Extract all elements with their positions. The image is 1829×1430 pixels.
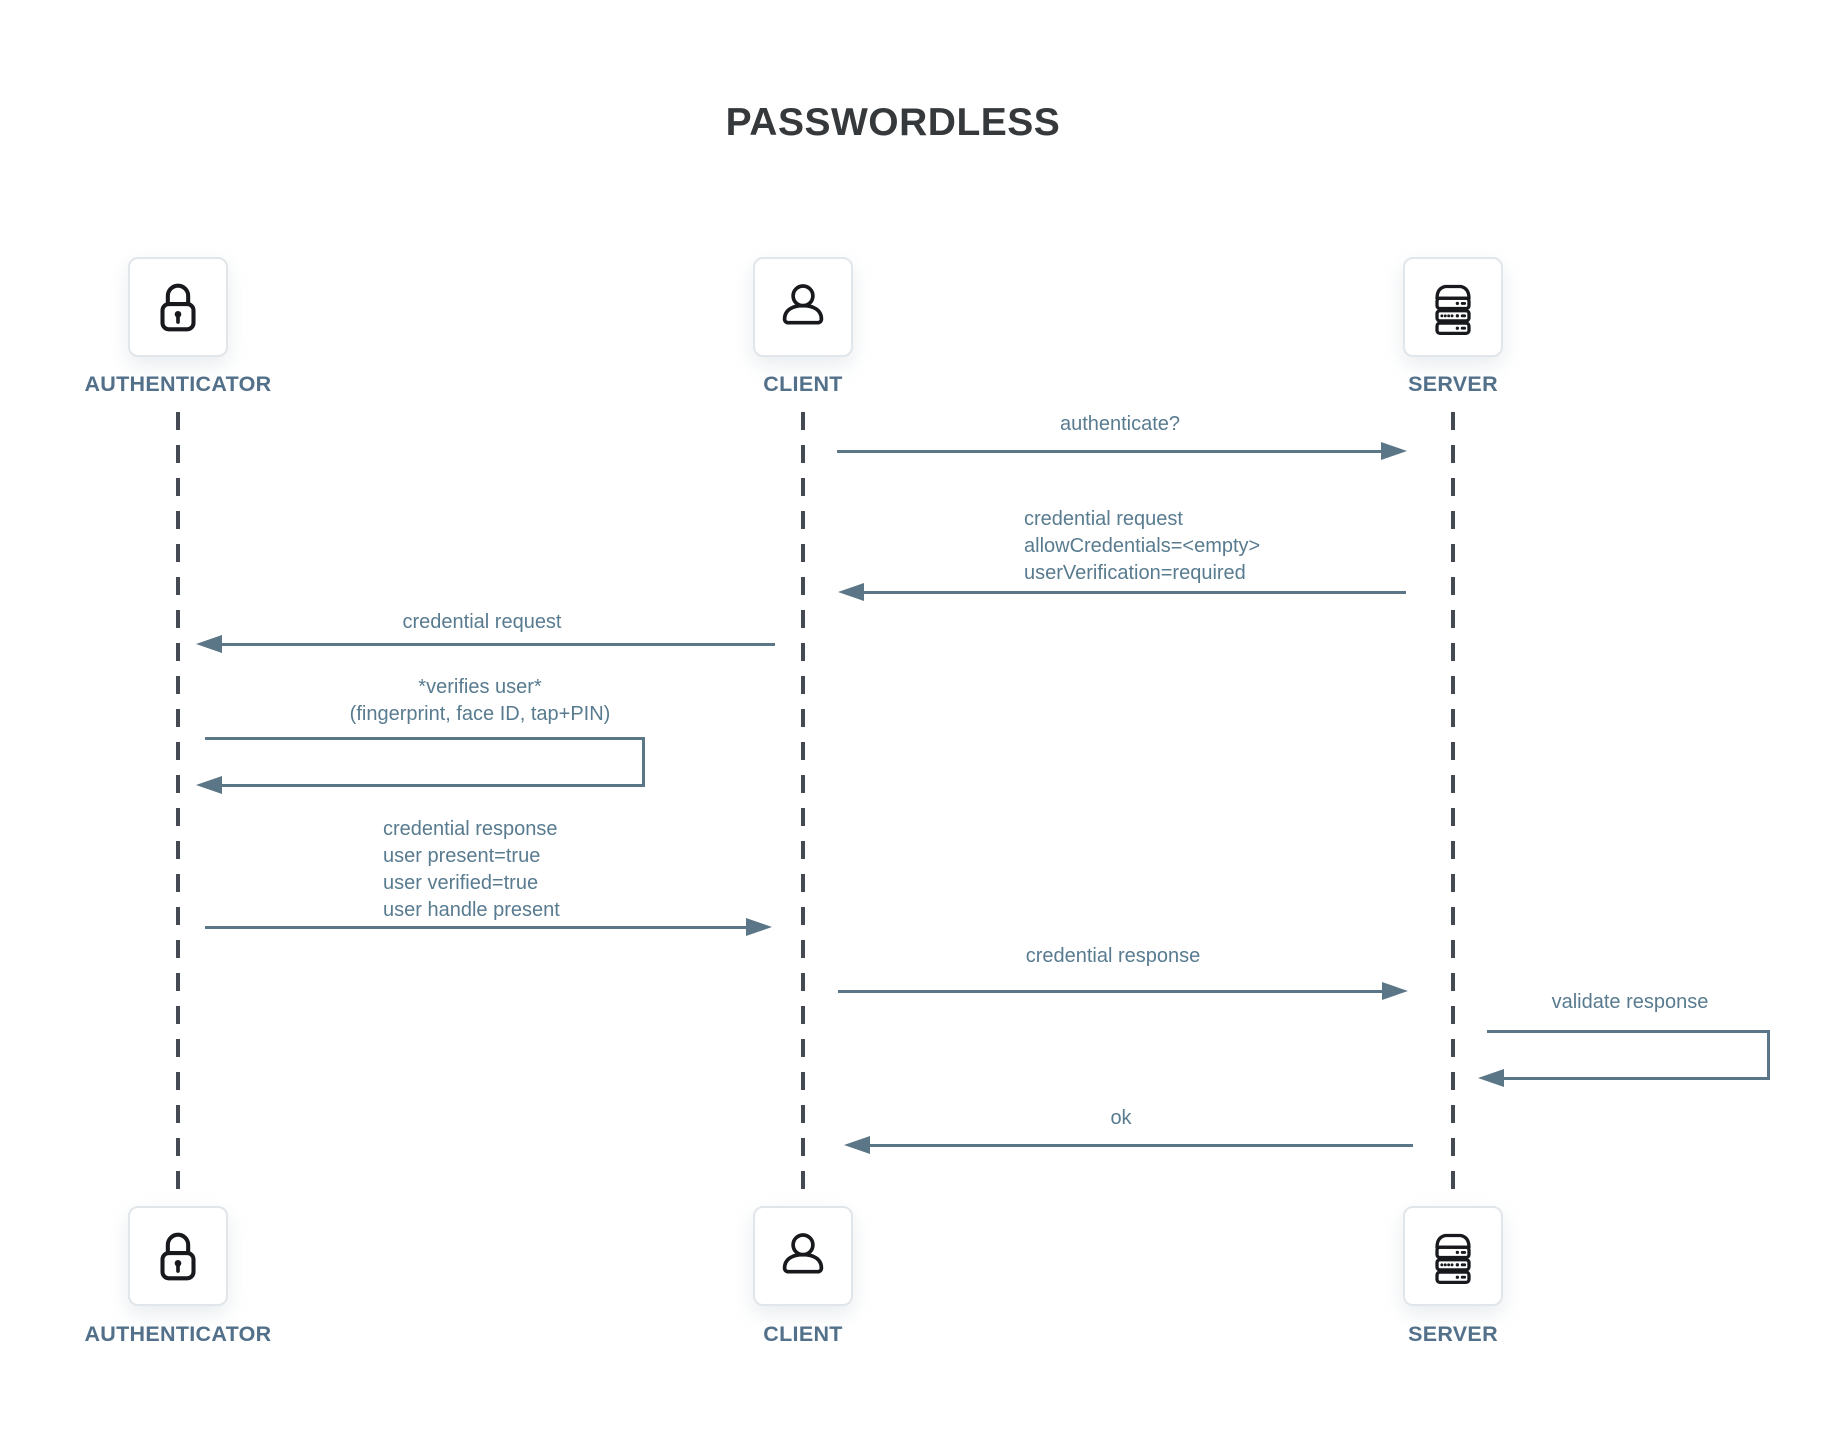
- msg-verifies-user-arrowhead-icon: [196, 776, 222, 794]
- client-label-bottom: CLIENT: [763, 1322, 843, 1346]
- lock-icon: [160, 1232, 196, 1281]
- msg-ok-label: ok: [1110, 1107, 1132, 1129]
- msg-credential-request-client-arrowhead-icon: [196, 635, 222, 653]
- msg-validate-response-self-loop: [1487, 1030, 1770, 1080]
- msg-validate-response-arrowhead-icon: [1478, 1069, 1504, 1087]
- client-label-top: CLIENT: [763, 372, 843, 396]
- msg-line: user handle present: [383, 899, 560, 921]
- msg-ok-arrowhead-icon: [844, 1136, 870, 1154]
- lock-icon: [160, 283, 196, 332]
- diagram-title: PASSWORDLESS: [725, 101, 1061, 144]
- server-box-top: [1403, 257, 1503, 357]
- msg-credential-request-server-label: credential request allowCredentials=<emp…: [1024, 506, 1260, 587]
- msg-line: allowCredentials=<empty>: [1024, 535, 1261, 557]
- authenticator-lifeline: [176, 412, 180, 1192]
- msg-line: (fingerprint, face ID, tap+PIN): [349, 703, 611, 725]
- person-icon: [782, 284, 824, 325]
- msg-validate-response-label: validate response: [1551, 991, 1709, 1013]
- msg-line: *verifies user*: [418, 676, 542, 698]
- msg-credential-request-client-arrow: [222, 643, 775, 646]
- msg-ok-arrow: [870, 1144, 1413, 1147]
- msg-line: credential request: [1024, 508, 1183, 530]
- msg-credential-response-client-arrow: [838, 990, 1382, 993]
- person-icon: [782, 1233, 824, 1274]
- msg-line: credential response: [383, 818, 558, 840]
- server-box-bottom: [1403, 1206, 1503, 1306]
- client-lifeline: [801, 412, 805, 1192]
- server-label-top: SERVER: [1408, 372, 1498, 396]
- msg-verifies-user-label: *verifies user* (fingerprint, face ID, t…: [350, 674, 611, 728]
- server-lifeline: [1451, 412, 1455, 1192]
- msg-authenticate-arrowhead-icon: [1381, 442, 1407, 460]
- msg-credential-response-auth-arrow: [205, 926, 746, 929]
- server-label-bottom: SERVER: [1408, 1322, 1498, 1346]
- msg-credential-response-client-label: credential response: [1025, 945, 1201, 967]
- client-box-bottom: [753, 1206, 853, 1306]
- server-icon: [1435, 1233, 1471, 1284]
- msg-credential-request-server-arrow: [864, 591, 1406, 594]
- authenticator-label-bottom: AUTHENTICATOR: [84, 1322, 272, 1346]
- msg-verifies-user-self-loop: [205, 737, 645, 787]
- authenticator-box-top: [128, 257, 228, 357]
- authenticator-box-bottom: [128, 1206, 228, 1306]
- msg-line: userVerification=required: [1024, 562, 1246, 584]
- msg-credential-request-client-label: credential request: [402, 611, 562, 633]
- server-icon: [1435, 284, 1471, 335]
- client-box-top: [753, 257, 853, 357]
- msg-credential-request-server-arrowhead-icon: [838, 583, 864, 601]
- msg-authenticate-label: authenticate?: [1059, 413, 1181, 435]
- msg-credential-response-auth-label: credential response user present=true us…: [383, 816, 560, 924]
- msg-authenticate-arrow: [837, 450, 1381, 453]
- authenticator-label-top: AUTHENTICATOR: [84, 372, 272, 396]
- msg-credential-response-auth-arrowhead-icon: [746, 918, 772, 936]
- msg-line: user verified=true: [383, 872, 539, 894]
- msg-line: user present=true: [383, 845, 541, 867]
- msg-credential-response-client-arrowhead-icon: [1382, 982, 1408, 1000]
